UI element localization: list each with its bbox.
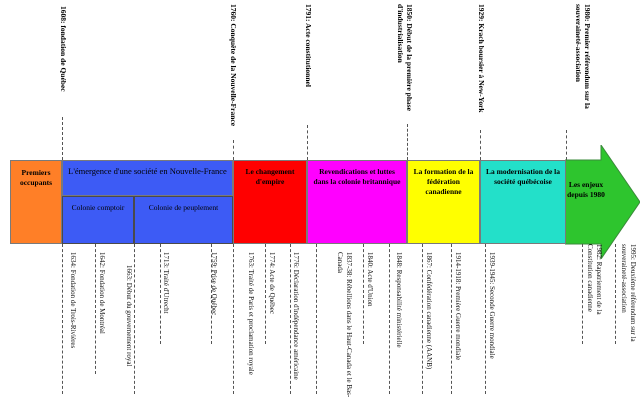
bottom-event-1713: 1713: Traité d'Utrecht bbox=[162, 252, 170, 314]
top-event-line-1850 bbox=[407, 124, 408, 160]
subsegment-colonie-peuplement: Colonie de peuplement bbox=[134, 196, 233, 244]
bottom-event-line-1939 bbox=[485, 244, 486, 394]
bottom-event-1774: 1774: Acte de Québec bbox=[268, 252, 276, 315]
top-event-1791: 1791: Acte constitutionnel bbox=[304, 4, 313, 87]
bottom-event-1763: 1763: Traité de Paris et proclamation ro… bbox=[247, 252, 255, 375]
segment-premiers-occupants: Premiers occupants bbox=[10, 160, 62, 244]
segment-label: La formation de la fédération canadienne bbox=[413, 167, 474, 196]
bottom-event-1914: 1914-1918: Première Guerre mondiale bbox=[454, 252, 462, 361]
bottom-event-line-1774 bbox=[265, 244, 266, 344]
bottom-event-line-1995 bbox=[615, 244, 616, 344]
segment-label: Revendications et luttes dans la colonie… bbox=[313, 167, 401, 186]
arrow-head-shape bbox=[565, 145, 640, 259]
bottom-event-1837: 1837-38: Rébellions dans le Haut-Canada … bbox=[336, 252, 353, 398]
bottom-event-1867: 1867: Confédération canadienne (AANB) bbox=[425, 252, 433, 370]
segment-label: Premiers occupants bbox=[19, 168, 53, 187]
top-event-1929: 1929: Krach boursier à New-York bbox=[477, 4, 486, 113]
top-event-1980: 1980: Premier référendum sur la souverai… bbox=[574, 4, 592, 109]
bottom-event-1663: 1663: Début du gouvernement royal bbox=[125, 265, 133, 367]
bottom-event-1848: 1848: Responsabilité ministérielle bbox=[395, 252, 403, 348]
top-event-1850: 1850: Début de la première phase d'indus… bbox=[396, 4, 414, 112]
bottom-event-line-1713 bbox=[160, 244, 161, 344]
bottom-event-1995: 1995: Deuxième référendum sur la souvera… bbox=[620, 244, 637, 342]
subsegment-label: Colonie comptoir bbox=[71, 203, 125, 212]
bottom-event-line-1848 bbox=[389, 244, 390, 394]
subsegment-label: Colonie de peuplement bbox=[148, 203, 219, 212]
top-event-line-1791 bbox=[307, 125, 308, 160]
bottom-event-line-1776 bbox=[290, 244, 291, 394]
bottom-event-line-1837 bbox=[316, 244, 317, 394]
bottom-event-line-1642 bbox=[95, 244, 96, 374]
bottom-event-line-1982 bbox=[582, 244, 583, 344]
segment-enjeux-1980: Les enjeux depuis 1980 bbox=[566, 180, 606, 200]
bottom-event-1982: 1982: Rapatriement de la Constitution ca… bbox=[586, 244, 603, 315]
segment-label: La modernisation de la société québécois… bbox=[486, 167, 560, 186]
segment-federation: La formation de la fédération canadienne bbox=[407, 160, 480, 244]
top-event-line-1929 bbox=[480, 130, 481, 160]
bottom-event-1840: 1840: Acte d'Union bbox=[366, 252, 374, 307]
bottom-event-line-1759 bbox=[211, 244, 212, 344]
top-event-line-1760 bbox=[233, 140, 234, 160]
bottom-event-line-1840 bbox=[363, 244, 364, 344]
segment-label: Le changement d'empire bbox=[245, 167, 295, 186]
bottom-event-line-1914 bbox=[451, 244, 452, 394]
bottom-event-1759: 1759: Prise de Québec bbox=[210, 252, 218, 316]
top-event-1760: 1760: Conquête de la Nouvelle-France bbox=[229, 4, 238, 127]
segment-nouvelle-france: L'émergence d'une société en Nouvelle-Fr… bbox=[62, 160, 233, 196]
segment-label: L'émergence d'une société en Nouvelle-Fr… bbox=[68, 166, 227, 176]
bottom-event-line-1867 bbox=[422, 244, 423, 394]
bottom-event-1776: 1776: Déclaration d'indépendance américa… bbox=[292, 252, 300, 380]
top-event-1608: 1608: fondation de Québec bbox=[59, 6, 68, 92]
bottom-event-1939: 1939-1945: Seconde Guerre mondiale bbox=[488, 252, 496, 359]
bottom-event-line-1663 bbox=[134, 244, 135, 394]
bottom-event-1642: 1642: Fondation de Montréal bbox=[98, 252, 106, 334]
bottom-event-line-1763 bbox=[233, 244, 234, 394]
top-event-line-1980 bbox=[566, 130, 567, 160]
segment-modernisation: La modernisation de la société québécois… bbox=[480, 160, 566, 244]
segment-changement-empire: Le changement d'empire bbox=[233, 160, 307, 244]
segment-revendications: Revendications et luttes dans la colonie… bbox=[307, 160, 407, 244]
bottom-event-1634: 1634: Fondation de Trois-Rivières bbox=[69, 252, 77, 349]
subsegment-colonie-comptoir: Colonie comptoir bbox=[62, 196, 134, 244]
top-event-line-1608 bbox=[62, 117, 63, 160]
segment-label: Les enjeux depuis 1980 bbox=[567, 180, 605, 199]
bottom-event-line-1634 bbox=[62, 244, 63, 394]
